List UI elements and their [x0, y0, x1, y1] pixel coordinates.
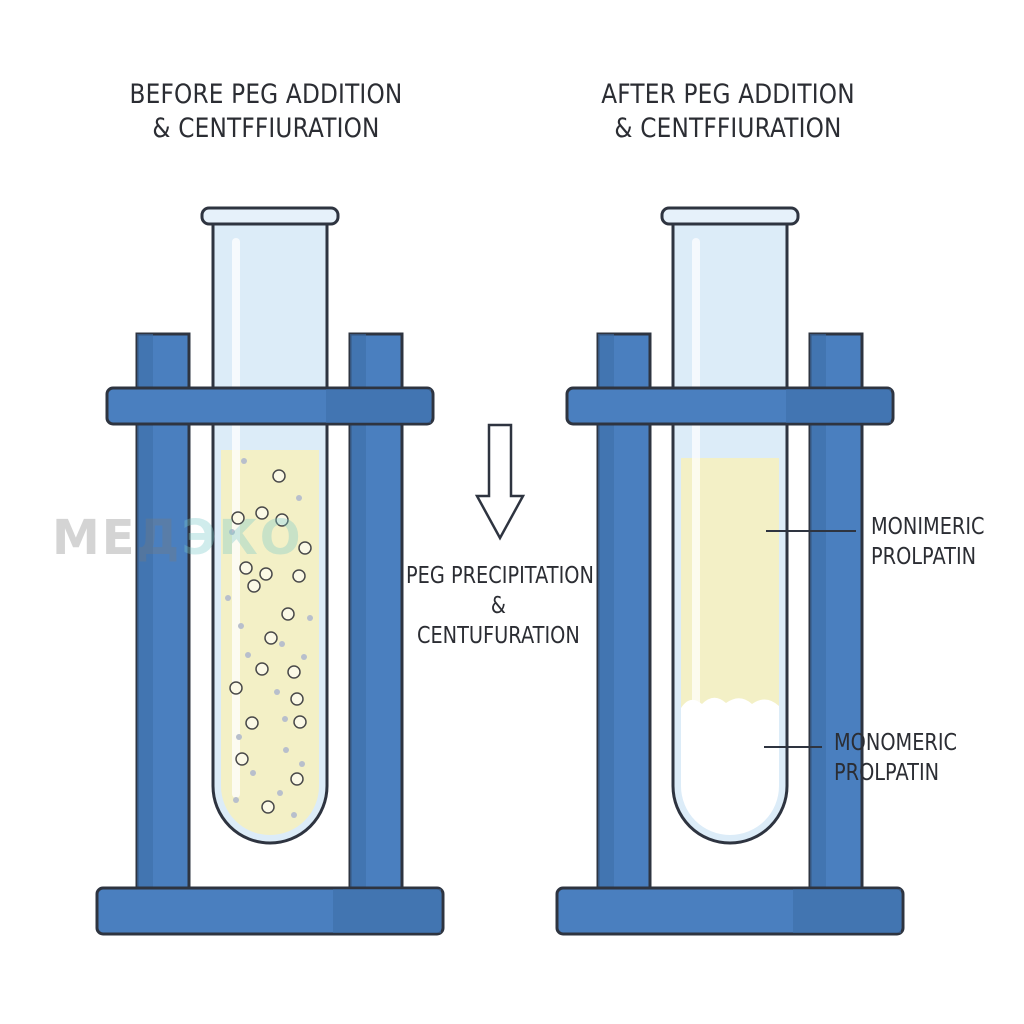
process-label-line2: &: [490, 593, 506, 619]
title-before-line1: BEFORE PEG ADDITION: [129, 79, 403, 110]
particle-dot: [233, 797, 239, 803]
particles: [225, 458, 313, 818]
particle-dot: [282, 716, 288, 722]
particle-dot: [307, 615, 313, 621]
particle-ring: [245, 716, 259, 730]
process-label-line1: PEG PRECIPITATION: [406, 563, 594, 589]
annotation-upper-line2: PROLPATIN: [871, 544, 977, 570]
particle-ring: [231, 511, 245, 525]
particle-dot: [238, 623, 244, 629]
title-after: AFTER PEG ADDITION & CENTFFIURATION: [556, 78, 900, 146]
process-label-line3: CENTUFURATION: [416, 623, 580, 649]
particle-dot: [250, 770, 256, 776]
particle-ring: [247, 579, 261, 593]
particle-ring: [229, 681, 243, 695]
process-label: PEG PRECIPITATION & CENTUFURATION: [406, 561, 594, 651]
particle-ring: [239, 561, 253, 575]
particle-dot: [245, 652, 251, 658]
particle-ring: [255, 662, 269, 676]
tube-rim: [200, 206, 340, 226]
pellet: [681, 697, 779, 835]
particle-ring: [272, 469, 286, 483]
annotation-lower: MONOMERIC PROLPATIN: [834, 728, 957, 788]
tube-rim: [660, 206, 800, 226]
title-after-line2: & CENTFFIURATION: [614, 113, 842, 144]
particle-ring: [293, 715, 307, 729]
particle-dot: [283, 747, 289, 753]
particle-ring: [292, 569, 306, 583]
after-apparatus: [555, 206, 905, 936]
title-before-line2: & CENTFFIURATION: [152, 113, 380, 144]
particle-dot: [301, 654, 307, 660]
before-apparatus: [95, 206, 445, 936]
title-after-line1: AFTER PEG ADDITION: [601, 79, 855, 110]
particle-dot: [277, 790, 283, 796]
watermark: МЕДЭКО: [52, 510, 303, 566]
annotation-upper: MONIMERIC PROLPATIN: [871, 512, 985, 572]
particle-dot: [296, 495, 302, 501]
particle-dot: [274, 689, 280, 695]
particle-ring: [255, 506, 269, 520]
particle-ring: [275, 513, 289, 527]
particle-ring: [264, 631, 278, 645]
particle-ring: [287, 665, 301, 679]
particle-dot: [299, 761, 305, 767]
particle-dot: [229, 529, 235, 535]
test-tube-after: [660, 206, 800, 845]
particle-ring: [261, 800, 275, 814]
title-before: BEFORE PEG ADDITION & CENTFFIURATION: [94, 78, 438, 146]
process-arrow: [474, 423, 526, 541]
particle-ring: [298, 541, 312, 555]
particle-dot: [236, 734, 242, 740]
particle-ring: [290, 772, 304, 786]
annotation-lower-line1: MONOMERIC: [834, 730, 958, 756]
particle-ring: [235, 752, 249, 766]
annotation-upper-line1: MONIMERIC: [871, 514, 985, 540]
particle-ring: [281, 607, 295, 621]
particle-ring: [259, 567, 273, 581]
annotation-lower-line2: PROLPATIN: [834, 760, 940, 786]
particle-dot: [291, 812, 297, 818]
particle-dot: [279, 641, 285, 647]
particle-ring: [290, 692, 304, 706]
test-tube-before: [200, 206, 340, 845]
particle-dot: [225, 595, 231, 601]
particle-dot: [241, 458, 247, 464]
